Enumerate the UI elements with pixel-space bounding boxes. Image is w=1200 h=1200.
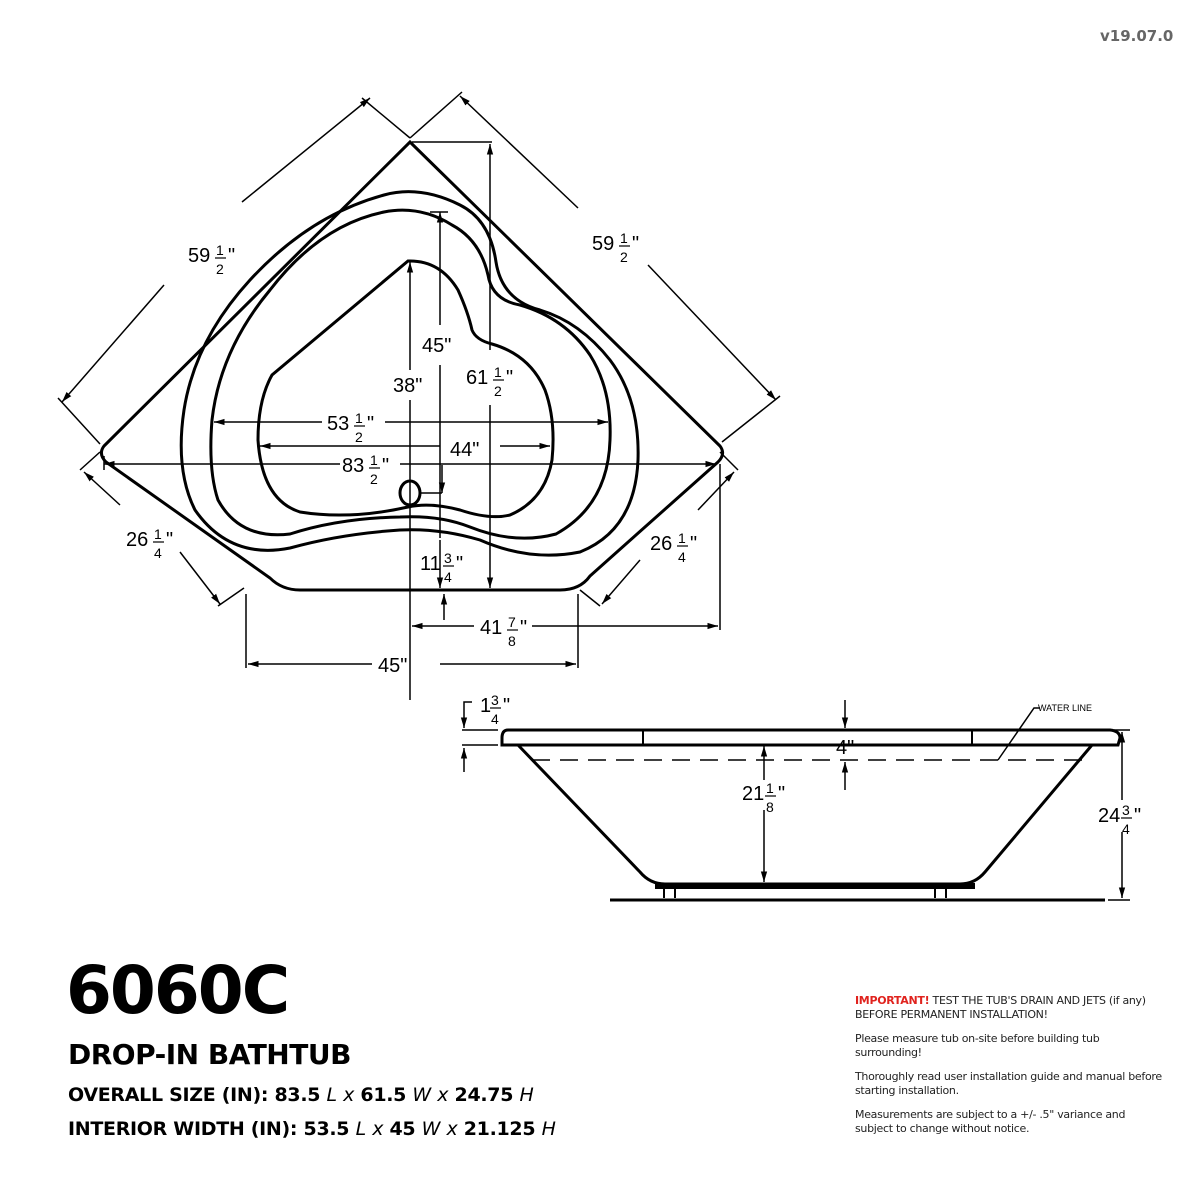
svg-text:3: 3	[444, 550, 452, 566]
tub-basin	[256, 259, 555, 519]
tub-rim-outer	[179, 190, 640, 557]
svg-text:": "	[228, 245, 235, 267]
svg-text:21: 21	[742, 783, 764, 805]
svg-text:26: 26	[650, 533, 672, 555]
svg-text:59: 59	[592, 233, 614, 255]
dim-interior-length: 53 1 2 "	[327, 410, 374, 445]
svg-text:4: 4	[678, 549, 686, 565]
note-read-guide: Thoroughly read user installation guide …	[855, 1070, 1162, 1097]
product-type: DROP-IN BATHTUB	[68, 1038, 351, 1071]
dim-water-depth: 4"	[836, 737, 854, 759]
technical-drawing: 59 1 2 " 59 1 2 " 45" 38" 61 1 2 " 53 1 …	[57, 91, 1141, 902]
tub-body-side	[516, 743, 1094, 886]
top-view	[99, 139, 725, 592]
svg-text:2: 2	[216, 261, 224, 277]
svg-text:1: 1	[154, 526, 162, 542]
svg-text:59: 59	[188, 245, 210, 267]
svg-text:8: 8	[766, 799, 774, 815]
svg-text:26: 26	[126, 529, 148, 551]
dim-interior-height: 21 1 8 "	[742, 780, 785, 815]
dim-corner-right: 26 1 4 "	[650, 530, 697, 565]
svg-text:1: 1	[216, 242, 224, 258]
svg-text:1: 1	[370, 452, 378, 468]
svg-text:": "	[632, 233, 639, 255]
dim-depth-45: 45"	[422, 335, 451, 357]
tub-rim-side	[500, 728, 1122, 747]
dim-corner-left: 26 1 4 "	[126, 526, 173, 561]
interior-width-label: INTERIOR WIDTH (IN):	[68, 1118, 298, 1140]
interior-width-spec: INTERIOR WIDTH (IN): 53.5 L x 45 W x 21.…	[68, 1118, 556, 1140]
svg-text:41: 41	[480, 617, 502, 639]
svg-text:1: 1	[494, 364, 502, 380]
dim-interior-44: 44"	[450, 439, 479, 461]
dim-front-width: 45"	[378, 655, 407, 677]
svg-text:53: 53	[327, 413, 349, 435]
svg-text:2: 2	[355, 429, 363, 445]
svg-text:1: 1	[678, 530, 686, 546]
svg-text:": "	[382, 455, 389, 477]
svg-text:8: 8	[508, 633, 516, 649]
svg-text:1: 1	[480, 695, 491, 717]
svg-text:": "	[506, 367, 513, 389]
svg-text:4: 4	[491, 711, 499, 727]
svg-text:83: 83	[342, 455, 364, 477]
svg-text:3: 3	[491, 692, 499, 708]
dim-depth-total: 61 1 2 "	[466, 364, 513, 399]
svg-text:7: 7	[508, 614, 516, 630]
svg-text:2: 2	[494, 383, 502, 399]
svg-text:": "	[503, 695, 510, 717]
svg-text:4: 4	[1122, 821, 1130, 837]
dim-rim: 1 3 4 "	[480, 692, 510, 727]
svg-text:4: 4	[154, 545, 162, 561]
svg-text:": "	[166, 529, 173, 551]
svg-text:": "	[778, 783, 785, 805]
svg-text:1: 1	[766, 780, 774, 796]
svg-text:61: 61	[466, 367, 488, 389]
dim-depth-38: 38"	[393, 375, 422, 397]
water-line-label: WATER LINE	[1038, 703, 1092, 713]
svg-text:": "	[690, 533, 697, 555]
note-important: IMPORTANT! TEST THE TUB'S DRAIN AND JETS…	[855, 994, 1146, 1021]
dim-drain-offset: 11 3 4 "	[420, 550, 463, 585]
svg-text:": "	[367, 413, 374, 435]
note-measure: Please measure tub on-site before buildi…	[855, 1032, 1100, 1059]
dim-drain-to-right: 41 7 8 "	[480, 614, 527, 649]
overall-size-spec: OVERALL SIZE (IN): 83.5 L x 61.5 W x 24.…	[68, 1084, 534, 1106]
svg-text:": "	[520, 617, 527, 639]
svg-text:1: 1	[355, 410, 363, 426]
dim-overall-height: 24 3 4 "	[1098, 802, 1141, 837]
top-view-labels: 59 1 2 " 59 1 2 " 45" 38" 61 1 2 " 53 1 …	[126, 230, 697, 677]
svg-text:3: 3	[1122, 802, 1130, 818]
svg-text:4: 4	[444, 569, 452, 585]
overall-size-label: OVERALL SIZE (IN):	[68, 1084, 269, 1106]
side-view	[500, 728, 1122, 902]
side-view-labels: 1 3 4 " 4" 21 1 8 " 24 3 4 " WATER LINE	[480, 692, 1141, 837]
important-label: IMPORTANT!	[855, 994, 930, 1007]
tub-rim-inner	[209, 208, 612, 540]
note-variance: Measurements are subject to a +/- .5" va…	[855, 1108, 1126, 1135]
top-view-dimensions	[57, 91, 781, 700]
svg-text:24: 24	[1098, 805, 1120, 827]
svg-text:2: 2	[370, 471, 378, 487]
installation-notes: IMPORTANT! TEST THE TUB'S DRAIN AND JETS…	[855, 994, 1165, 1146]
dim-side-left: 59 1 2 "	[188, 242, 235, 277]
version-label: v19.07.0	[1100, 27, 1174, 45]
dim-side-right: 59 1 2 "	[592, 230, 639, 265]
svg-text:": "	[456, 553, 463, 575]
svg-text:2: 2	[620, 249, 628, 265]
model-number: 6060C	[66, 952, 290, 1029]
side-view-dimensions	[460, 700, 1130, 901]
tub-outer-outline	[99, 139, 725, 592]
svg-text:1: 1	[620, 230, 628, 246]
svg-text:11: 11	[420, 553, 441, 575]
dim-overall-length: 83 1 2 "	[342, 452, 389, 487]
svg-text:": "	[1134, 805, 1141, 827]
